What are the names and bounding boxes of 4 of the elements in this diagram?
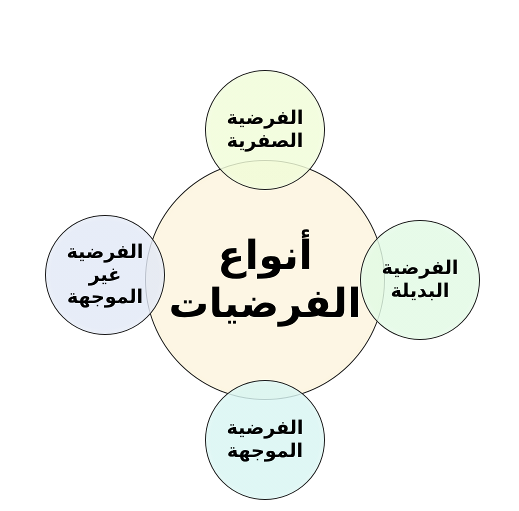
hypothesis-circle: الفرضية الموجهة: [205, 380, 325, 500]
hypothesis-circle: الفرضية غير الموجهة: [45, 215, 165, 335]
hypothesis-circle: الفرضية الصفرية: [205, 70, 325, 190]
hypothesis-circle: الفرضية البديلة: [360, 220, 480, 340]
